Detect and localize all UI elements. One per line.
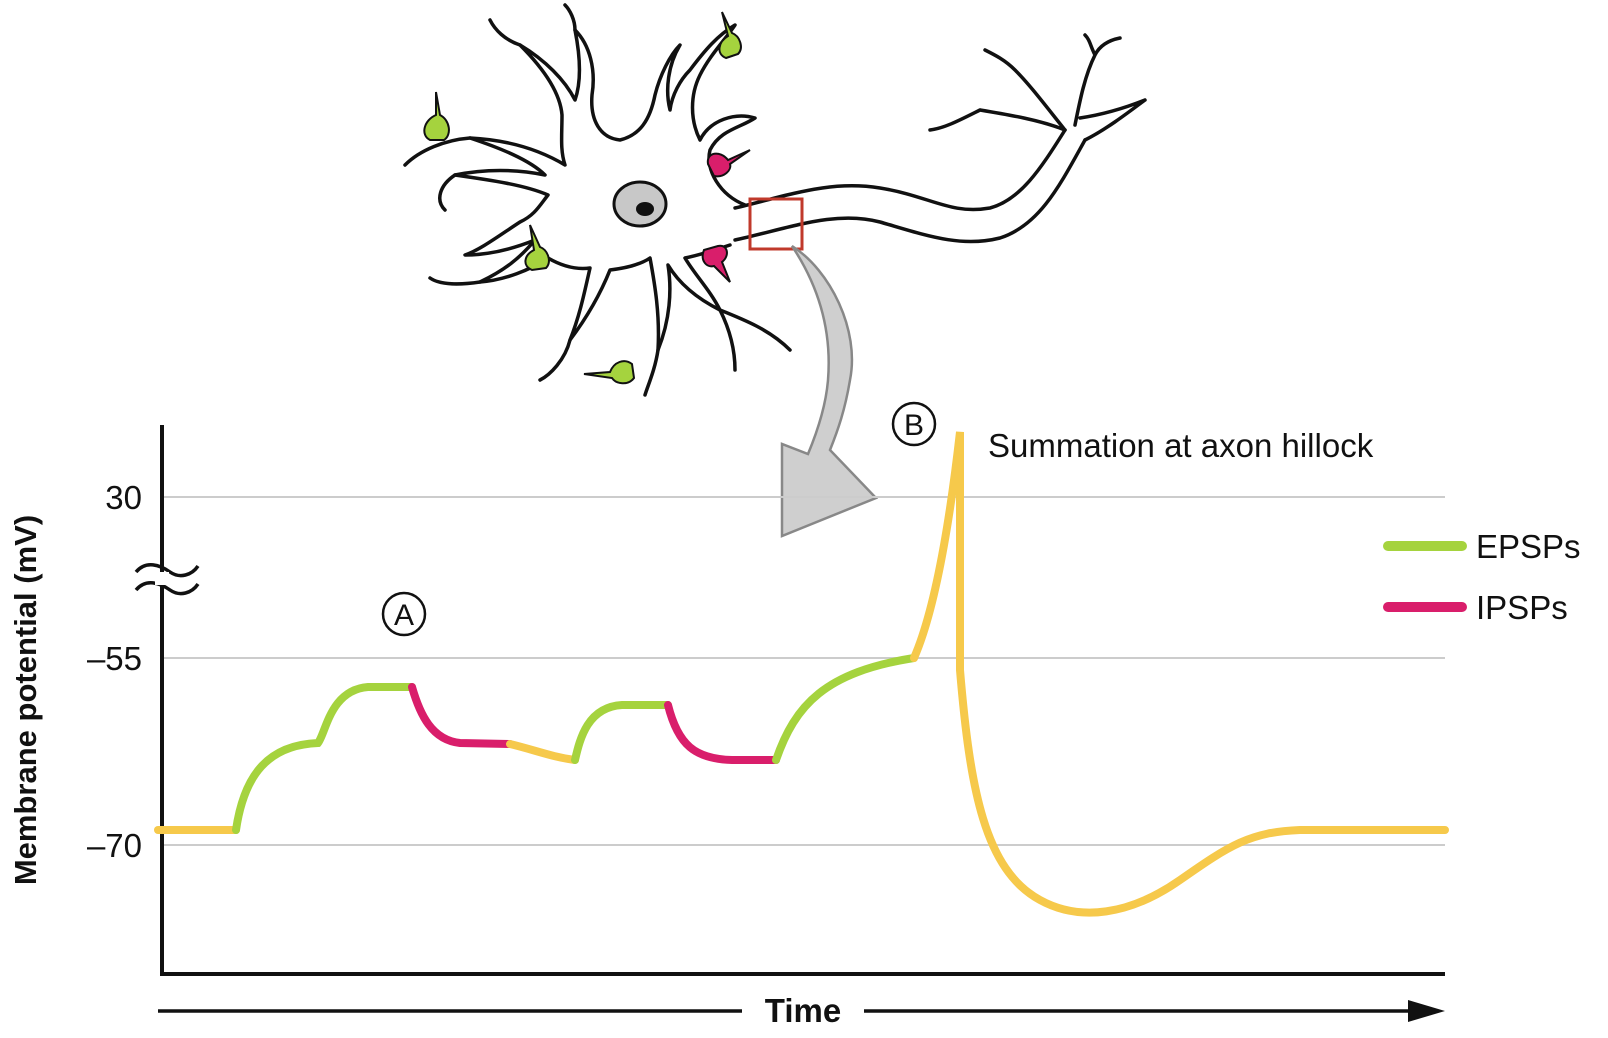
marker-b-label: B bbox=[904, 409, 924, 442]
x-axis-title: Time bbox=[765, 992, 841, 1029]
summation-annotation: Summation at axon hillock bbox=[988, 427, 1374, 464]
neuron-soma-outline bbox=[453, 23, 757, 352]
neuron-nucleolus bbox=[636, 202, 654, 216]
dendrite-branch bbox=[403, 3, 792, 397]
y-tick-label-30: 30 bbox=[105, 479, 142, 516]
trace-segment-ipsp bbox=[664, 701, 780, 764]
y-tick-label-70: –70 bbox=[87, 827, 142, 864]
potential-trace bbox=[154, 431, 1449, 917]
inhibitory-synapse bbox=[701, 244, 731, 283]
axon-hillock-highlight bbox=[748, 197, 804, 251]
y-axis-title: Membrane potential (mV) bbox=[8, 515, 43, 885]
chart: 30 –55 –70 Membrane potential (mV) Time … bbox=[8, 401, 1581, 1029]
inhibitory-synapse bbox=[706, 149, 751, 178]
axis-break-gap bbox=[155, 572, 169, 585]
excitatory-synapse bbox=[583, 360, 636, 385]
legend-label-epsps: EPSPs bbox=[1476, 528, 1581, 565]
excitatory-synapse bbox=[524, 224, 550, 272]
axis-break-icon bbox=[134, 563, 200, 596]
trace-segment-resting bbox=[506, 740, 579, 764]
marker-a-circle bbox=[381, 591, 427, 637]
marker-a-label: A bbox=[394, 599, 414, 632]
neuron-illustration bbox=[403, 3, 1147, 397]
trace-segment-epsp bbox=[232, 683, 416, 834]
time-arrowhead-icon bbox=[1408, 1000, 1445, 1022]
excitatory-synapse bbox=[423, 91, 450, 141]
axon bbox=[733, 128, 1087, 244]
trace-segment-epsp bbox=[772, 654, 918, 764]
legend: EPSPs IPSPs bbox=[1383, 528, 1581, 626]
zoom-arrow bbox=[780, 244, 879, 538]
trace-segment-ipsp bbox=[408, 683, 514, 748]
legend-label-ipsps: IPSPs bbox=[1476, 589, 1568, 626]
trace-segment-epsp bbox=[571, 701, 672, 764]
trace-segment-action-potential bbox=[910, 431, 1449, 917]
axon-terminals bbox=[928, 33, 1147, 142]
marker-b-circle bbox=[891, 401, 937, 447]
y-tick-label-55: –55 bbox=[87, 640, 142, 677]
excitatory-synapse bbox=[718, 11, 742, 60]
